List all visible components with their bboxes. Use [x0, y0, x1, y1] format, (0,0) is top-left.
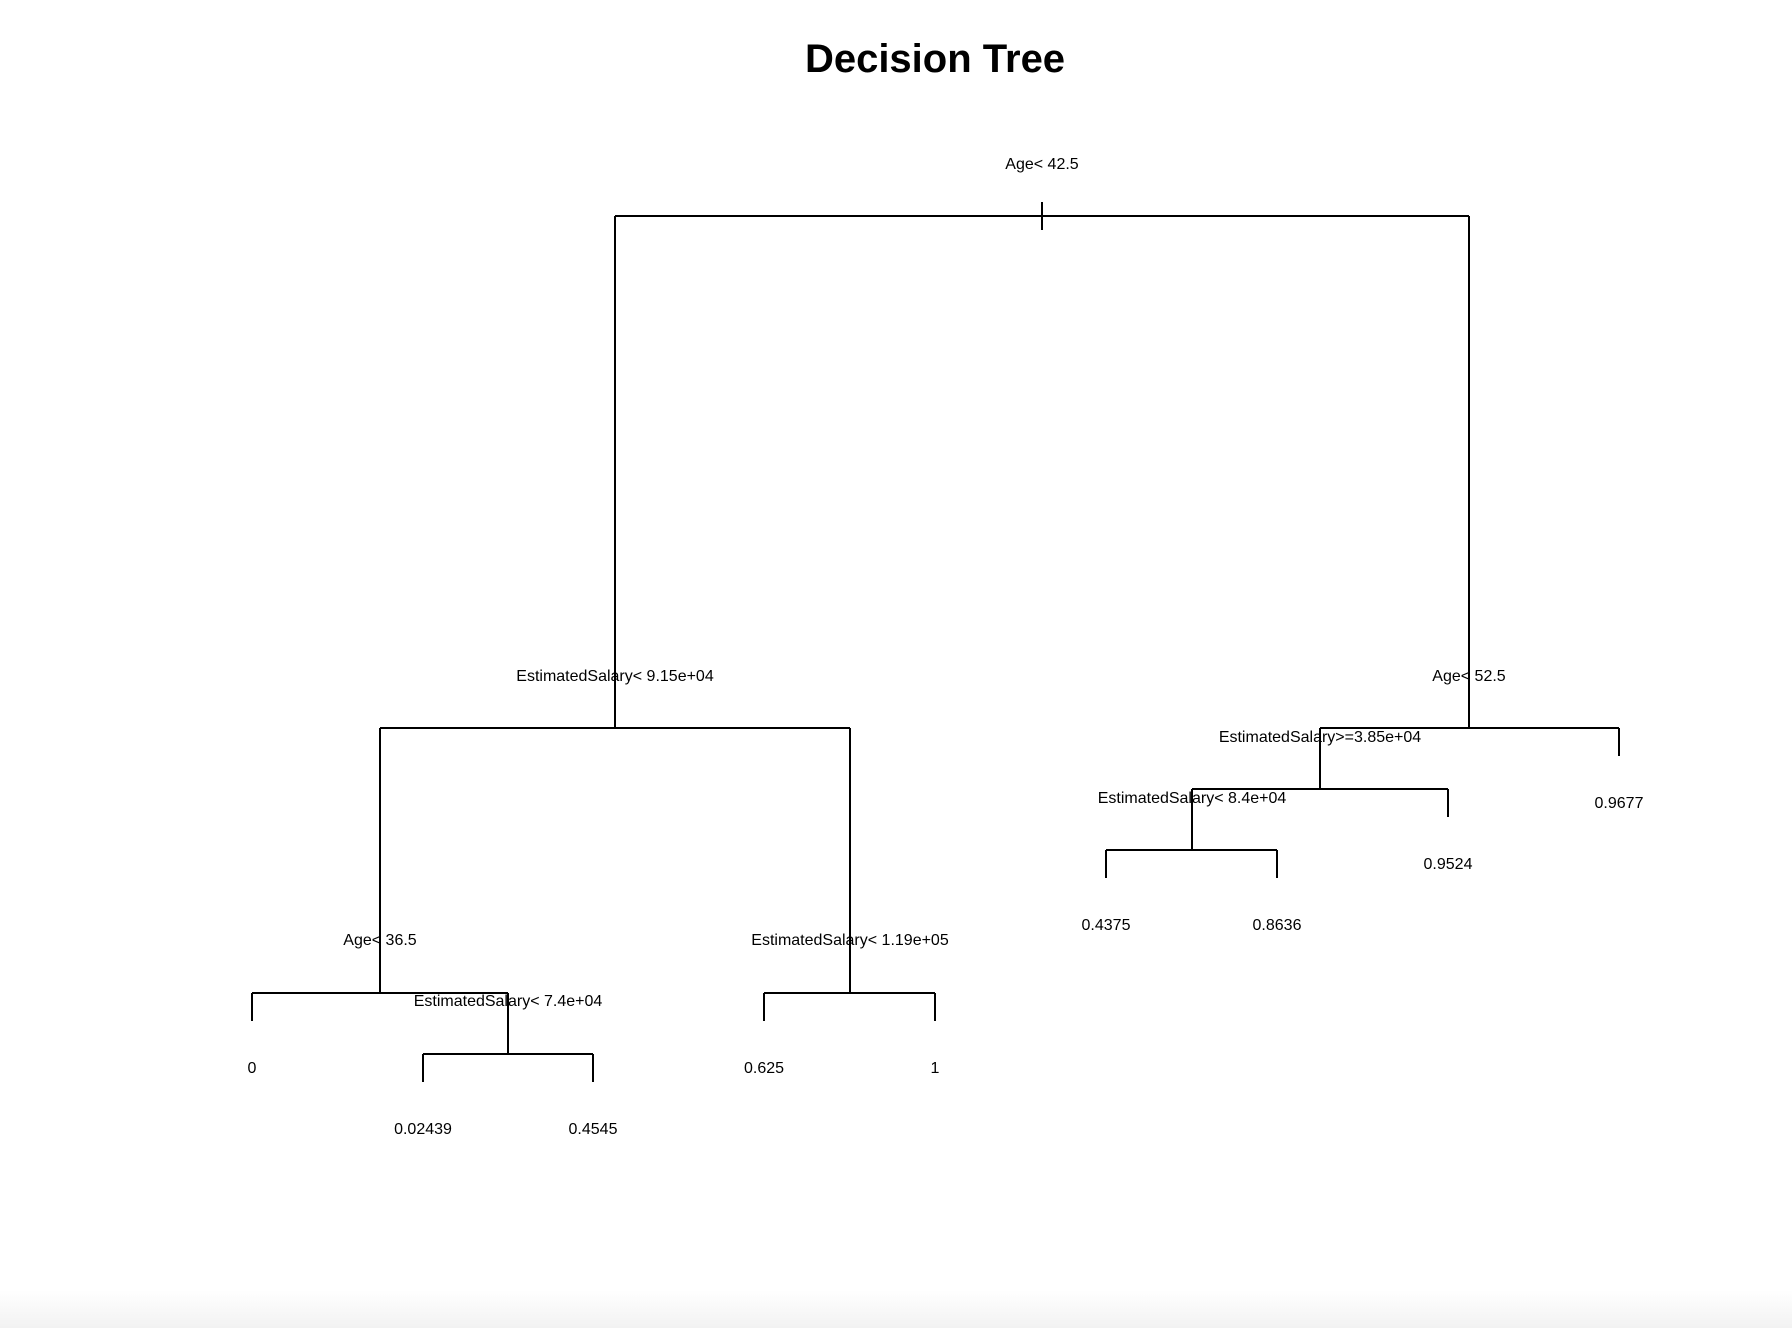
split-label-age-525: Age< 52.5: [1432, 668, 1506, 685]
leaf-value-leaf-09524: 0.9524: [1424, 856, 1473, 873]
leaf-value-leaf-08636: 0.8636: [1253, 917, 1302, 934]
split-label-salary-385: EstimatedSalary>=3.85e+04: [1219, 729, 1421, 746]
split-label-root: Age< 42.5: [1005, 156, 1079, 173]
bottom-fade: [0, 1290, 1792, 1328]
tree-branches: [251, 202, 1620, 1082]
chart-title: Decision Tree: [805, 37, 1065, 81]
split-label-salary-119: EstimatedSalary< 1.19e+05: [751, 932, 949, 949]
split-label-salary-84: EstimatedSalary< 8.4e+04: [1098, 790, 1287, 807]
split-label-salary-74: EstimatedSalary< 7.4e+04: [414, 993, 603, 1010]
leaf-value-leaf-1: 1: [931, 1060, 940, 1077]
leaf-value-leaf-0: 0: [248, 1060, 257, 1077]
leaf-value-leaf-002439: 0.02439: [394, 1121, 452, 1138]
leaf-value-leaf-04545: 0.4545: [569, 1121, 618, 1138]
split-label-age-365: Age< 36.5: [343, 932, 417, 949]
leaf-value-leaf-04375: 0.4375: [1082, 917, 1131, 934]
split-label-salary-915: EstimatedSalary< 9.15e+04: [516, 668, 714, 685]
leaf-value-leaf-0625: 0.625: [744, 1060, 784, 1077]
leaf-value-leaf-09677: 0.9677: [1595, 795, 1644, 812]
